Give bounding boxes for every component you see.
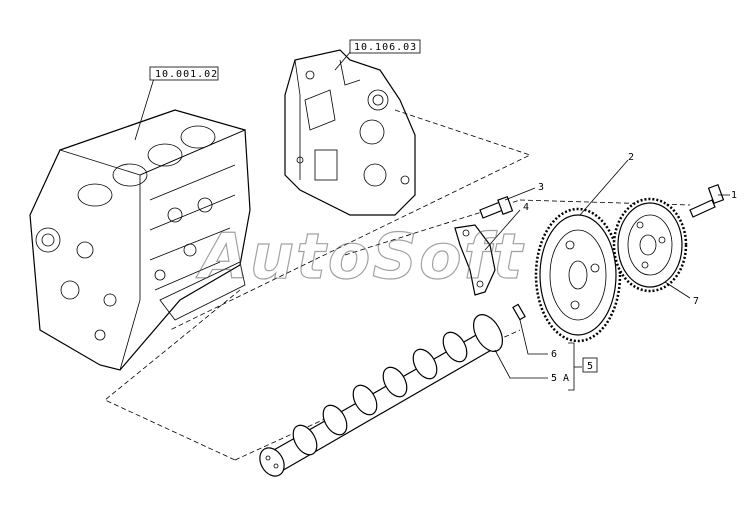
callout-5a: 5 A	[551, 373, 569, 384]
callouts: 1 2 3 4 6 5 A 5 7	[484, 152, 737, 391]
callout-1: 1	[731, 190, 737, 201]
timing-cover-reference: 10.106.03	[334, 39, 421, 71]
timing-cover-ref-label: 10.106.03	[354, 42, 417, 53]
callout-7: 7	[693, 296, 699, 307]
engine-block-reference: 10.001.02	[134, 66, 219, 141]
callout-6: 6	[551, 349, 557, 360]
idler-gear	[612, 197, 688, 293]
callout-5: 5	[587, 361, 593, 372]
engine-block-ref-label: 10.001.02	[155, 69, 218, 80]
thrust-plate	[454, 224, 496, 296]
timing-gear-housing	[284, 49, 416, 216]
bolt-3	[479, 195, 514, 219]
callout-4: 4	[523, 202, 529, 213]
watermark: AutoSoft	[195, 220, 525, 293]
dowel-pin	[512, 303, 526, 321]
camshaft-gear	[534, 207, 622, 343]
bolt-1	[689, 184, 725, 218]
camshaft	[259, 314, 504, 477]
callout-3: 3	[538, 182, 544, 193]
engine-block	[29, 109, 251, 371]
callout-2: 2	[628, 152, 634, 163]
